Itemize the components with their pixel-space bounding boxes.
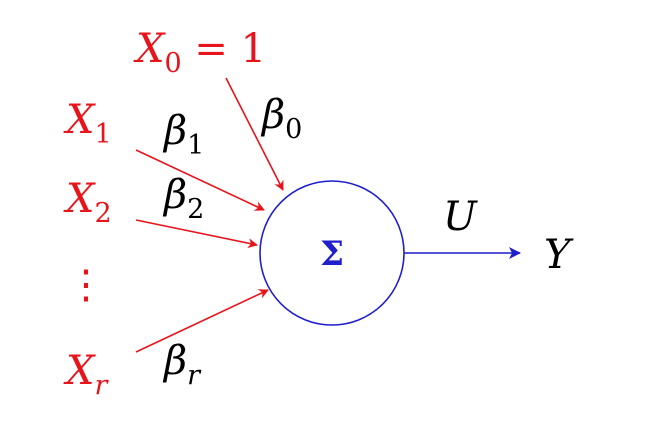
input-label-x0: X0 = 1 bbox=[133, 26, 266, 79]
input-edge-xr bbox=[135, 289, 269, 353]
input-edge-x1 bbox=[135, 149, 265, 211]
output-target-label: Y bbox=[544, 232, 574, 278]
input-edge-x0 bbox=[225, 77, 284, 191]
summation-symbol: Σ bbox=[320, 234, 344, 274]
output-edge-label: U bbox=[443, 194, 478, 240]
input-edge-x2 bbox=[135, 219, 258, 249]
weight-label-b0: β0 bbox=[260, 92, 302, 145]
input-label-ellipsis: ⋮ bbox=[66, 262, 106, 308]
input-label-xr: Xr bbox=[63, 348, 109, 401]
weight-label-b2: β2 bbox=[162, 172, 204, 225]
weight-label-br: βr bbox=[162, 338, 202, 391]
input-label-x1: X1 bbox=[63, 97, 112, 150]
weight-label-b1: β1 bbox=[162, 108, 204, 161]
input-label-x2: X2 bbox=[63, 176, 112, 229]
